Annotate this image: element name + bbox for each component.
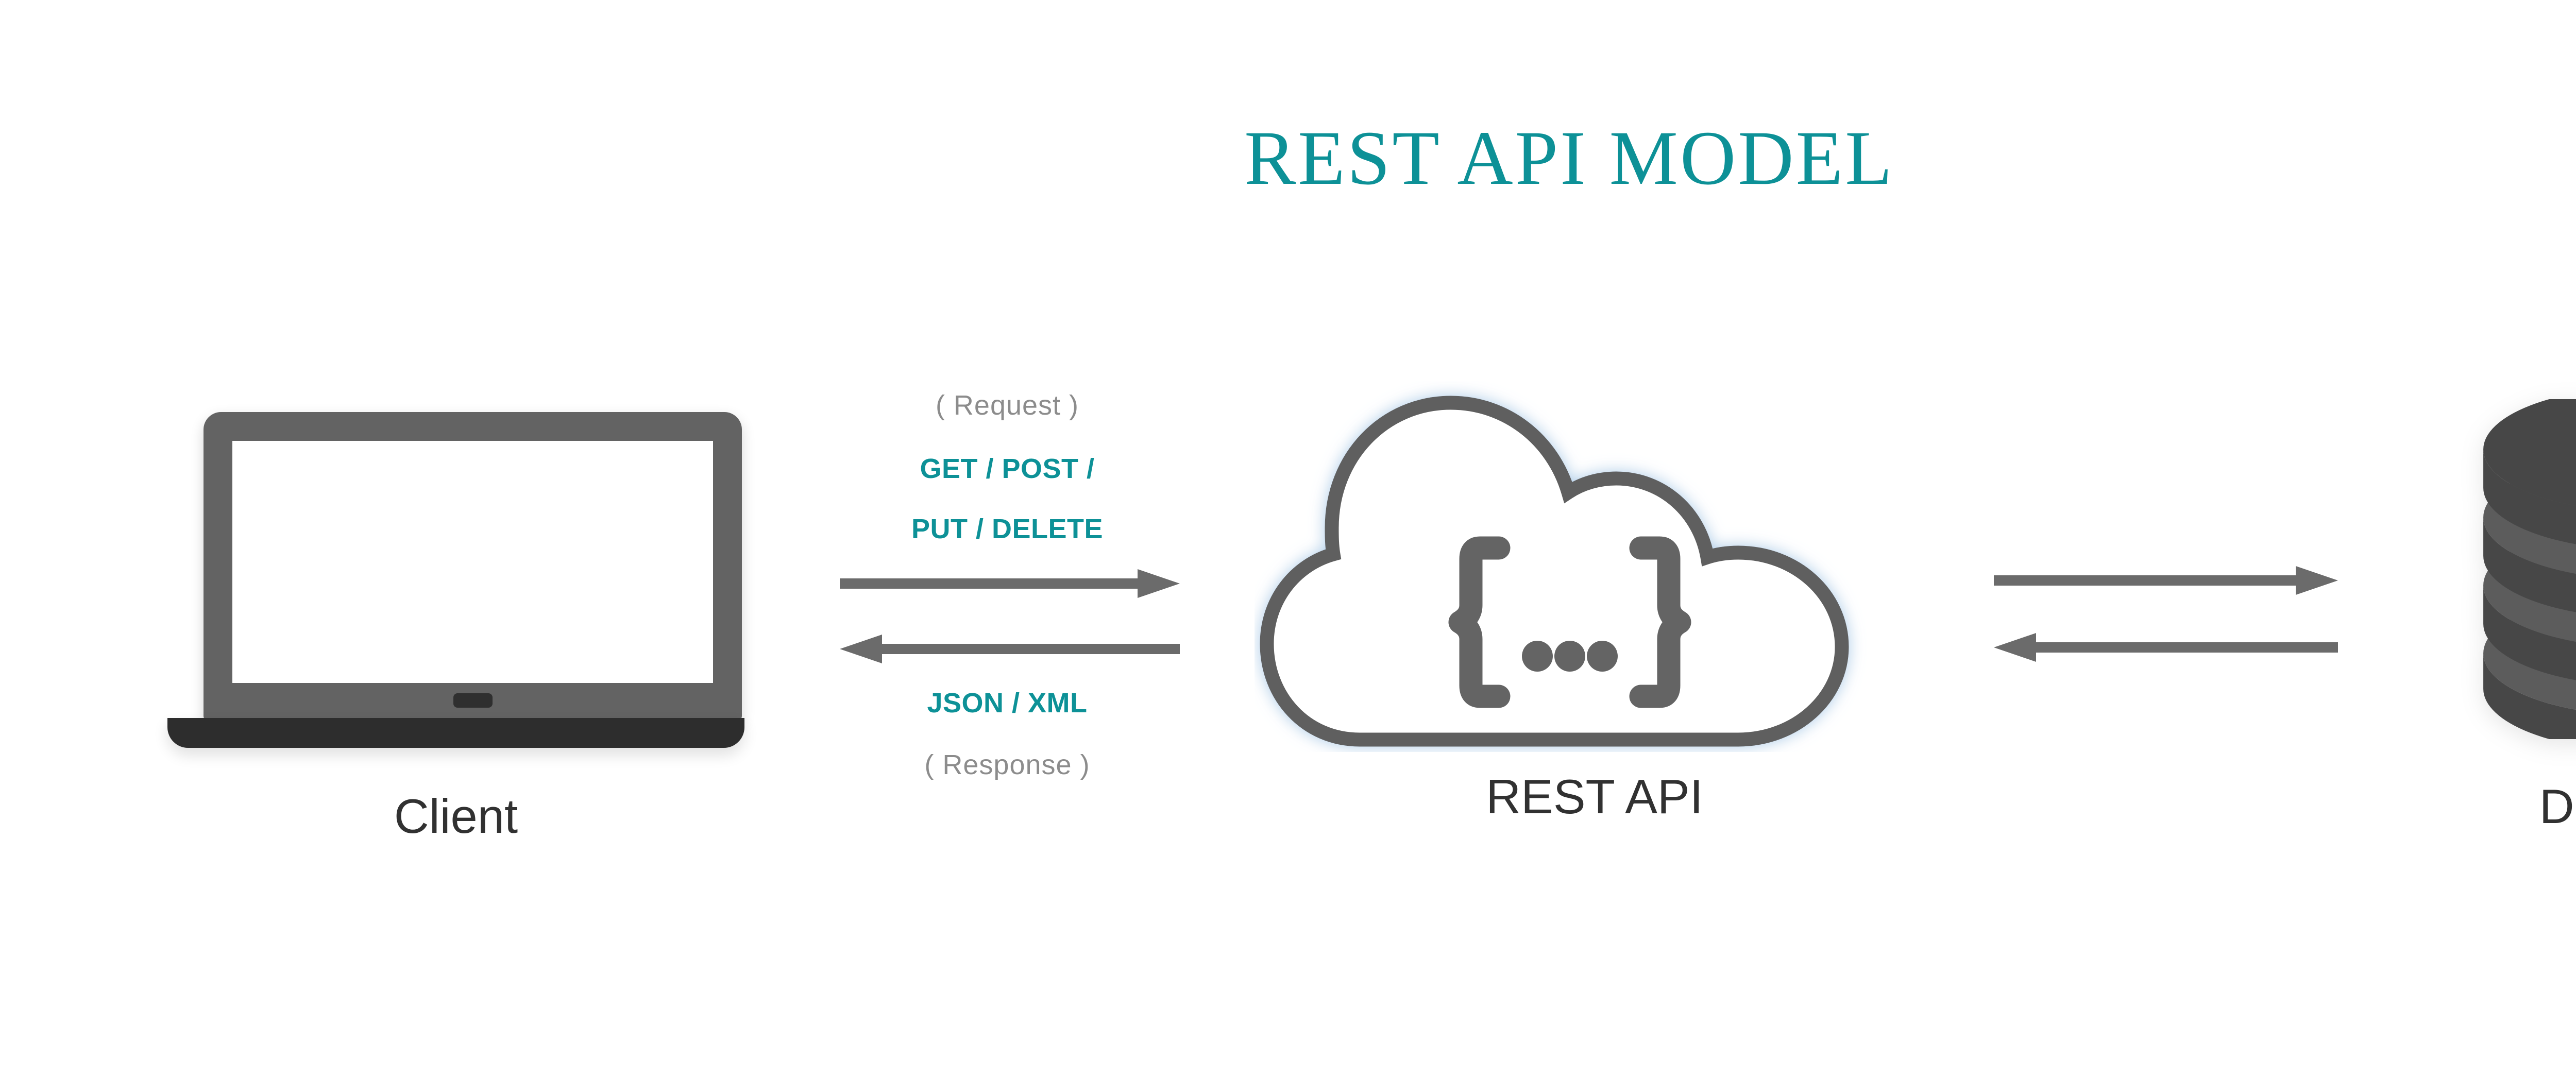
arrow-right-icon bbox=[840, 569, 1180, 598]
response-caption: ( Response ) bbox=[924, 749, 1090, 780]
http-methods-line-2: PUT / DELETE bbox=[911, 514, 1104, 544]
request-caption: ( Request ) bbox=[935, 390, 1079, 421]
arrow-left-icon bbox=[840, 635, 1180, 663]
node-label-rest-api: REST API bbox=[1486, 769, 1703, 824]
http-methods-line-1: GET / POST / bbox=[920, 453, 1095, 484]
curly-braces-icon bbox=[1448, 536, 1691, 708]
node-client[interactable]: Client bbox=[149, 412, 762, 841]
cloud-icon bbox=[1255, 381, 1935, 752]
node-rest-api[interactable]: REST API bbox=[1252, 381, 1937, 821]
arrows-client-api bbox=[840, 559, 1200, 677]
page-title: REST API MODEL bbox=[1244, 115, 1894, 201]
laptop-base bbox=[167, 718, 744, 748]
laptop-icon bbox=[167, 412, 744, 752]
node-label-client: Client bbox=[394, 789, 518, 843]
node-label-database: Database bbox=[2539, 779, 2576, 833]
node-database[interactable]: Database bbox=[2458, 399, 2576, 831]
arrow-right-icon bbox=[1994, 566, 2338, 595]
laptop-screen bbox=[232, 441, 713, 683]
laptop-notch-icon bbox=[453, 693, 493, 708]
database-cylinder-icon bbox=[2463, 399, 2576, 760]
arrow-left-icon bbox=[1994, 633, 2338, 662]
laptop-lid bbox=[204, 412, 742, 721]
response-format-label: JSON / XML bbox=[927, 688, 1088, 718]
ellipsis-dots-icon bbox=[1522, 641, 1618, 672]
arrows-api-database bbox=[1994, 554, 2354, 682]
